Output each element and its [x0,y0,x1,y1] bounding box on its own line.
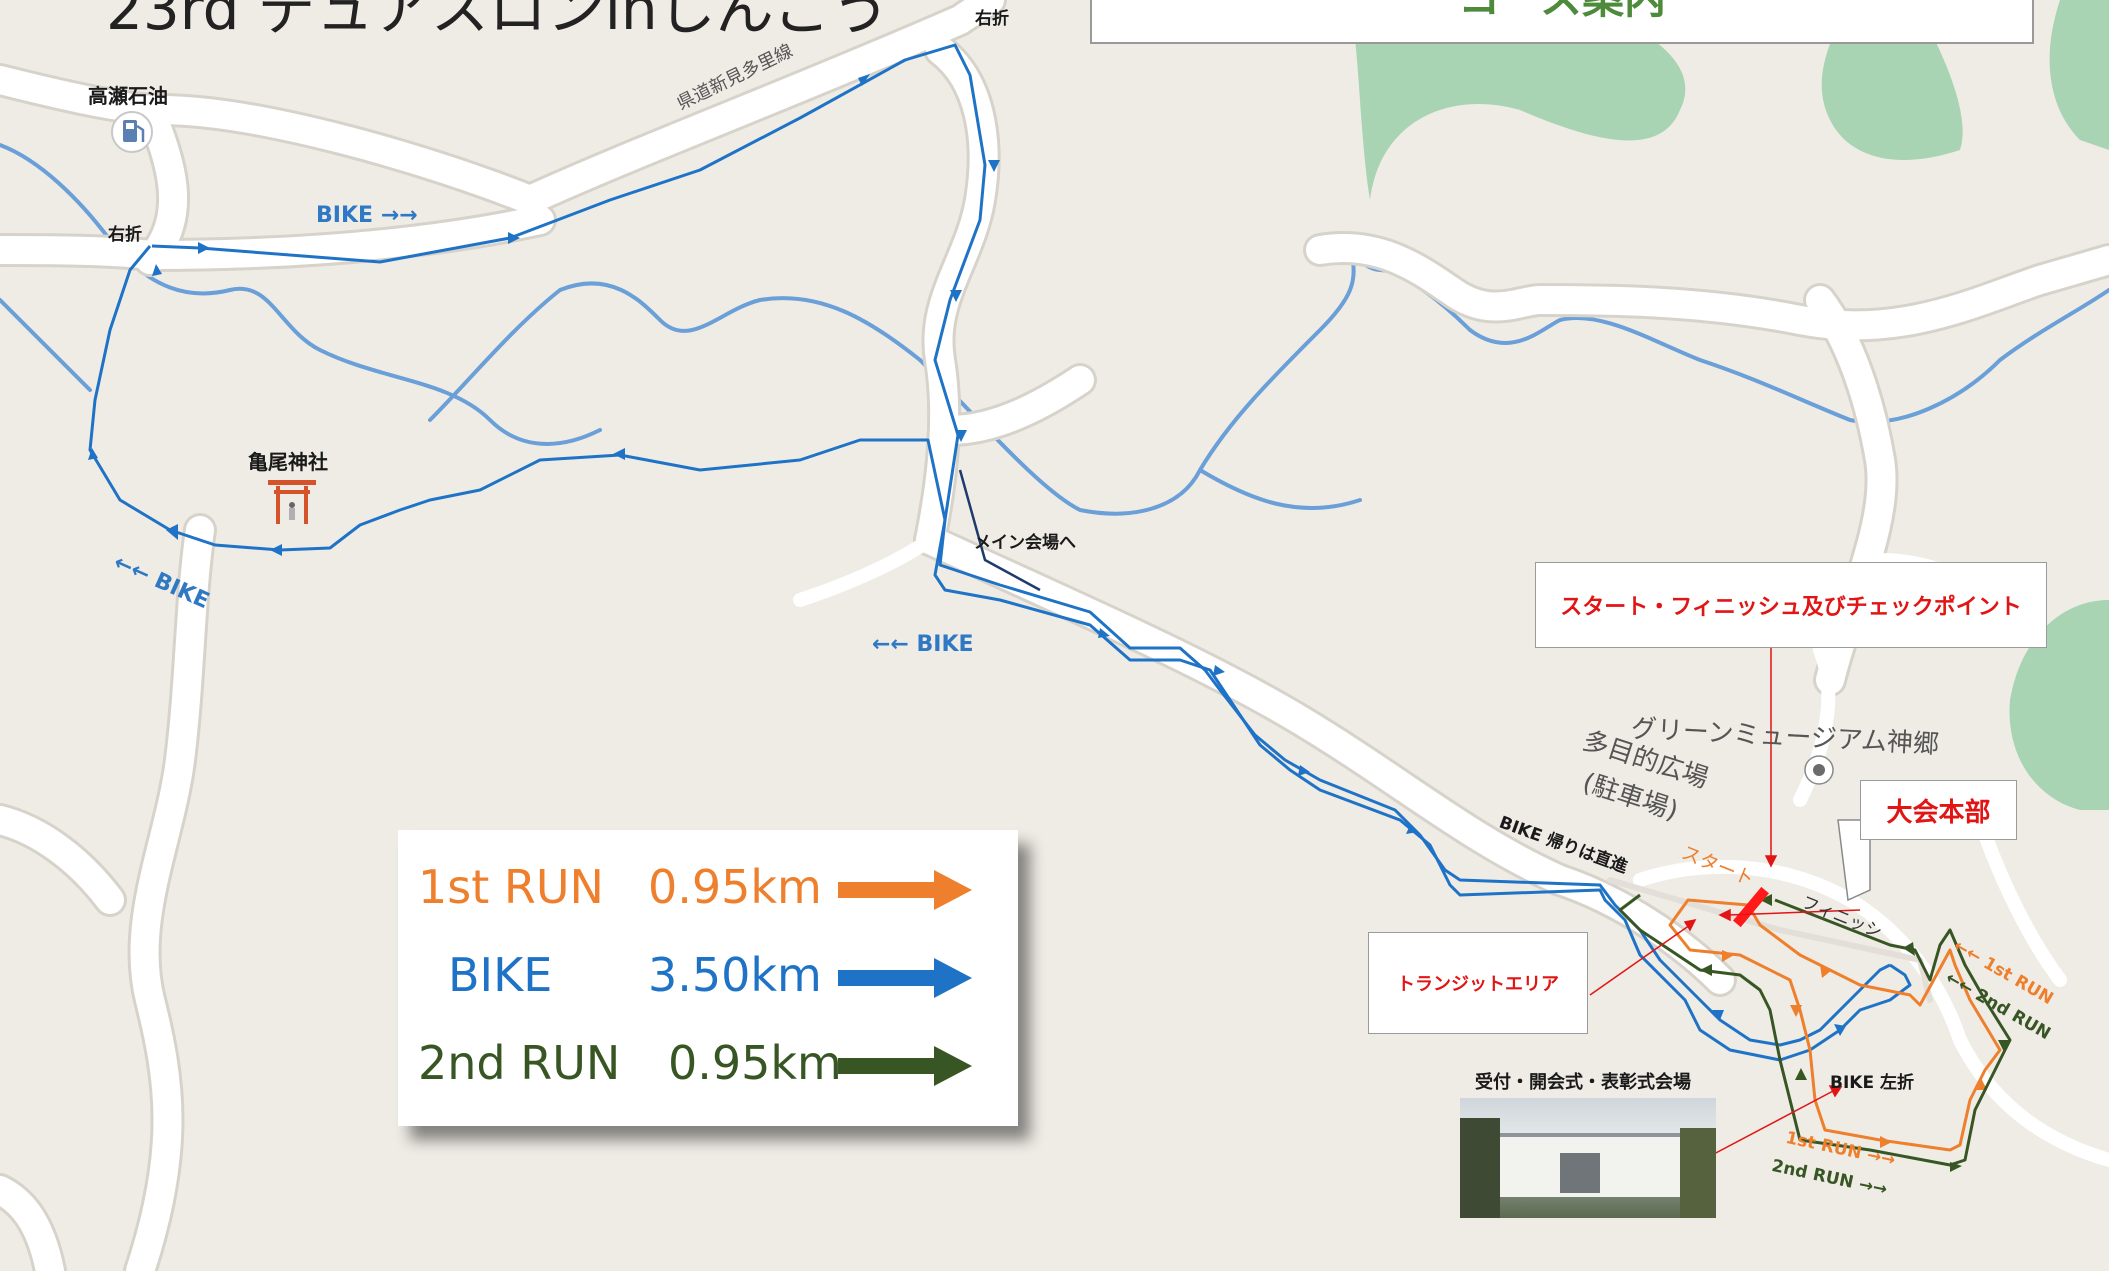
bike-arrowheads [88,74,1846,1036]
main-venue-label: メイン会場へ [974,533,1076,553]
run1-arrowheads [1722,950,1987,1148]
start-finish-bar[interactable] [1733,886,1769,928]
bike-direction-top: BIKE →→ [316,203,418,228]
torii-icon [268,480,316,524]
course-title-box: コース案内 [1090,0,2034,44]
legend-bike-distance: 3.50km [648,948,822,1002]
hq-building [1837,819,1871,902]
transit-callout[interactable]: トランジットエリア [1368,932,1588,1034]
run2-arrowheads [1700,894,2010,1172]
transit-callout-text: トランジットエリア [1397,974,1559,995]
run1-route [1668,898,2002,1152]
fuel-pump-icon [111,111,153,153]
legend-row-bike: BIKE 3.50km [448,948,822,1002]
legend-arrow-run2-icon [838,1046,972,1086]
museum-pin-icon [1804,755,1834,785]
forest-area [1350,0,2109,200]
headquarters-callout[interactable]: 大会本部 [1860,780,2017,840]
bike-left-turn-label: BIKE 左折 [1830,1073,1914,1093]
legend-box: 1st RUN 0.95km BIKE 3.50km 2nd RUN 0.95k… [398,830,1018,1126]
legend-row-run1: 1st RUN 0.95km [418,860,822,914]
start-finish-callout-text: スタート・フィニッシュ及びチェックポイント [1560,595,2022,620]
course-title: コース案内 [1458,0,1666,26]
legend-arrow-bike-icon [838,958,972,998]
legend-run1-distance: 0.95km [648,860,822,914]
reception-label: 受付・開会式・表彰式会場 [1475,1072,1691,1093]
event-title: 23rd デュアスロンinしんごう [106,0,890,43]
headquarters-callout-text: 大会本部 [1886,797,1991,828]
callout-pointers [1589,648,1861,1156]
shrine-label: 亀尾神社 [248,450,328,474]
reception-building-photo [1460,1098,1716,1218]
legend-arrow-run1-icon [838,870,972,910]
gas-station-label: 高瀬石油 [88,84,168,108]
legend-run1-name: 1st RUN [418,860,604,914]
turn-right-top-label: 右折 [975,9,1009,29]
legend-run2-name: 2nd RUN [418,1036,621,1090]
turn-right-left-label: 右折 [108,225,142,245]
start-finish-callout[interactable]: スタート・フィニッシュ及びチェックポイント [1535,562,2047,648]
bike-direction-mid: ←← BIKE [872,632,974,657]
legend-bike-name: BIKE [448,948,553,1002]
legend-row-run2: 2nd RUN 0.95km [418,1036,842,1090]
legend-run2-distance: 0.95km [668,1036,842,1090]
forest-area-right [2009,600,2109,810]
